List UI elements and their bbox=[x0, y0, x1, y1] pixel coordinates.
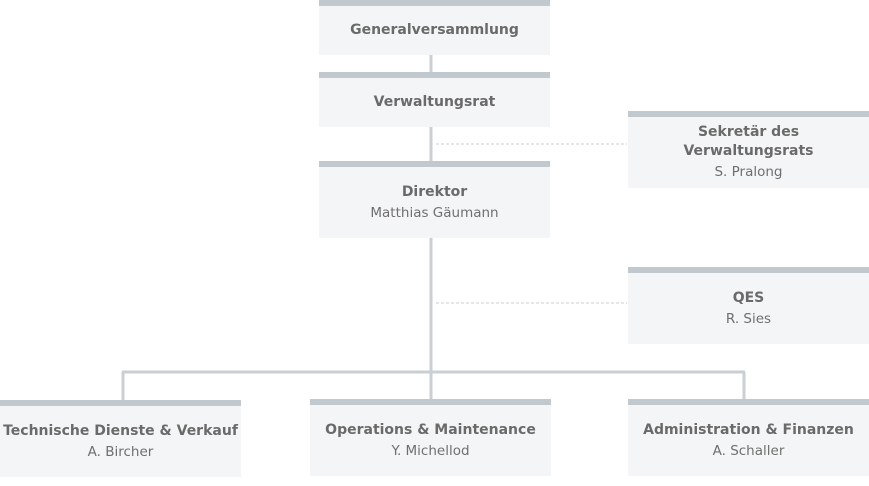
box-person-name: Matthias Gäumann bbox=[370, 204, 499, 221]
box-direktor: Direktor Matthias Gäumann bbox=[319, 161, 550, 238]
box-administration: Administration & Finanzen A. Schaller bbox=[628, 399, 869, 476]
box-title: Sekretär des Verwaltungsrats bbox=[683, 124, 814, 159]
box-generalversammlung: Generalversammlung bbox=[319, 0, 550, 55]
box-title: QES bbox=[732, 289, 765, 306]
box-verwaltungsrat: Verwaltungsrat bbox=[319, 72, 550, 127]
box-person-name: Y. Michellod bbox=[391, 442, 470, 459]
box-technische-dienste: Technische Dienste & Verkauf A. Bircher bbox=[0, 400, 241, 477]
box-title: Operations & Maintenance bbox=[325, 421, 536, 438]
box-title: Verwaltungsrat bbox=[373, 94, 496, 110]
box-person-name: R. Sies bbox=[725, 310, 772, 327]
box-title: Direktor bbox=[401, 183, 468, 200]
box-person-name: A. Bircher bbox=[87, 443, 154, 460]
box-title: Generalversammlung bbox=[350, 22, 519, 38]
box-title: Administration & Finanzen bbox=[643, 421, 854, 438]
box-person-name: S. Pralong bbox=[714, 164, 783, 180]
box-operations: Operations & Maintenance Y. Michellod bbox=[310, 399, 551, 476]
box-sekretaer: Sekretär des Verwaltungsrats S. Pralong bbox=[628, 111, 869, 188]
box-qes: QES R. Sies bbox=[628, 267, 869, 344]
box-person-name: A. Schaller bbox=[712, 442, 785, 459]
box-title: Technische Dienste & Verkauf bbox=[3, 422, 238, 439]
